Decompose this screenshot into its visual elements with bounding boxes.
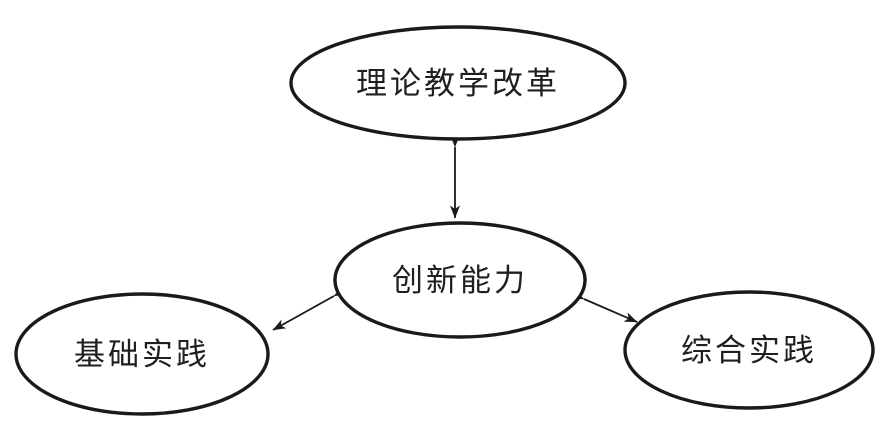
node-innovation-ability: 创新能力 <box>333 221 587 339</box>
node-label: 综合实践 <box>681 333 817 368</box>
node-ellipse <box>289 25 627 141</box>
connector-center-bottom-right <box>570 289 638 323</box>
connector-center-bottom-left <box>272 285 348 331</box>
node-label: 创新能力 <box>392 263 528 298</box>
node-ellipse <box>623 290 875 410</box>
node-comprehensive-practice: 综合实践 <box>623 290 875 410</box>
node-ellipse <box>333 221 587 339</box>
node-label: 理论教学改革 <box>356 66 560 101</box>
double-arrow-icon <box>272 285 348 331</box>
node-basic-practice: 基础实践 <box>14 292 270 416</box>
node-ellipse <box>14 292 270 416</box>
node-theory-teaching-reform: 理论教学改革 <box>289 25 627 141</box>
node-label: 基础实践 <box>74 337 210 372</box>
double-arrow-icon <box>570 289 638 323</box>
